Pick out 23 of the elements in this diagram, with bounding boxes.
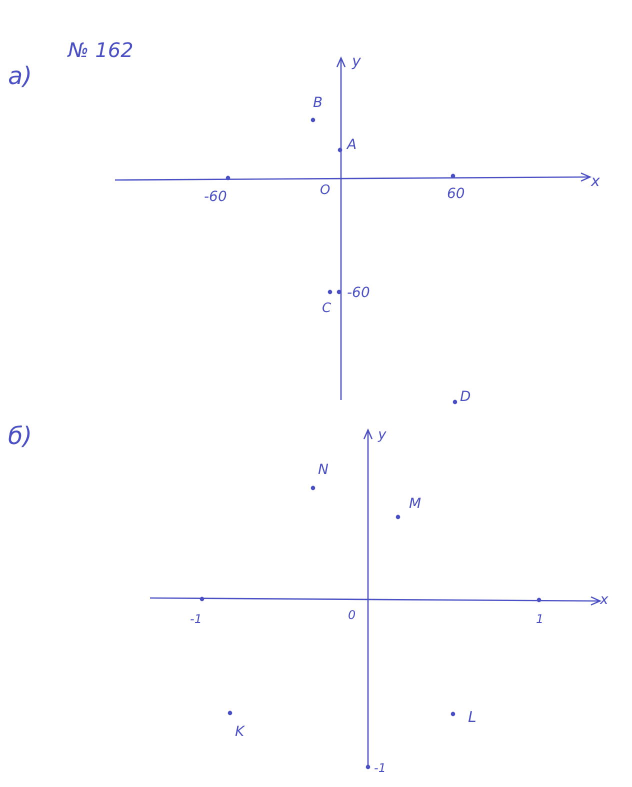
tick-label: -60 [204, 190, 227, 204]
part-label: а) [8, 64, 32, 88]
point-label: L [468, 710, 476, 725]
part-label: б) [8, 424, 32, 448]
point-label: B [313, 96, 323, 110]
axis-label: x [591, 174, 600, 189]
origin-label: O [320, 184, 330, 197]
tick-label: -60 [347, 286, 370, 300]
tick-label: -1 [190, 613, 202, 625]
point-label: M [409, 497, 422, 511]
axis-label: y [352, 54, 361, 69]
point-label: N [318, 463, 328, 477]
axis-label: x [600, 593, 608, 607]
tick-label: -1 [374, 762, 386, 774]
point-label: K [235, 725, 244, 739]
axis-label: y [378, 428, 386, 442]
point-label: C [322, 302, 332, 315]
problem-number: № 162 [68, 40, 134, 60]
tick-label: 60 [447, 187, 465, 201]
point-label: A [347, 138, 357, 152]
point-label: D [460, 390, 471, 404]
tick-label: 1 [536, 613, 544, 625]
origin-label: 0 [348, 609, 356, 621]
